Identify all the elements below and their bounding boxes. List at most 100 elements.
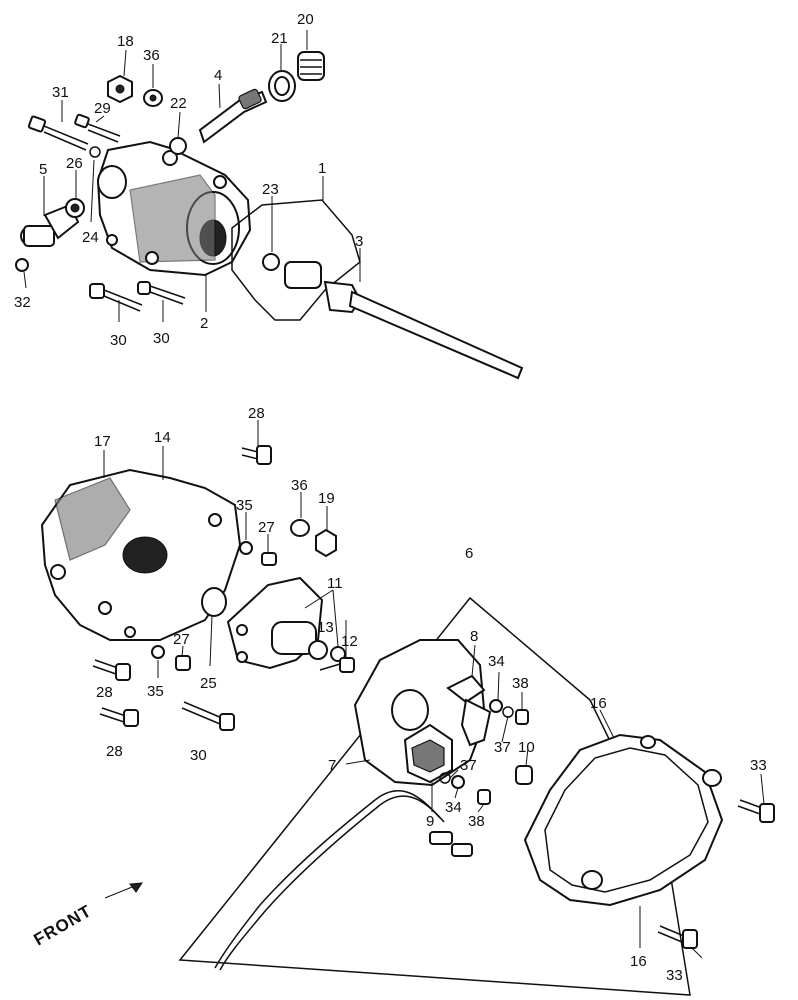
nut-part-19 [315,528,337,558]
crankcase-cover-assembly [40,445,355,731]
label-part-20: 20 [297,11,314,28]
bolt-part-33-right [737,799,775,823]
gasket-part-1 [231,199,361,321]
label-part-1: 1 [318,160,326,177]
label-part-35-upper: 35 [236,497,253,514]
washer-part-34-upper [489,699,503,713]
label-part-33-bottom: 33 [666,967,683,984]
label-part-3: 3 [355,233,363,250]
label-part-28-mid: 28 [96,684,113,701]
label-part-5: 5 [39,161,47,178]
label-part-19: 19 [318,490,335,507]
label-part-16-lower: 16 [630,953,647,970]
pickup-part-9 [403,723,453,784]
bolt-part-29 [74,113,121,143]
label-part-23: 23 [262,181,279,198]
bearing-opening [122,536,168,574]
label-part-29: 29 [94,100,111,117]
bolt-part-31 [27,115,89,151]
screw-part-32 [15,258,29,272]
washer-part-37-upper [502,706,514,718]
screw-part-38-lower [477,789,491,805]
leader-lines [23,30,765,959]
label-part-8: 8 [470,628,478,645]
label-part-18: 18 [117,33,134,50]
label-part-35-lower: 35 [147,683,164,700]
label-part-16-upper: 16 [590,695,607,712]
gear-shaft-part-4 [198,88,268,144]
bolt-part-33-bottom [657,925,698,949]
washer-part-22 [169,137,187,155]
label-part-9: 9 [426,813,434,830]
shaft-part-3 [284,261,524,380]
label-part-33-right: 33 [750,757,767,774]
nut-part-18 [107,74,133,104]
bolt-part-12 [319,657,355,673]
bolt-part-28-lower [99,707,139,727]
oil-seal-part-23 [262,253,280,271]
label-part-21: 21 [271,30,288,47]
part-number-labels: 20 21 18 36 4 31 22 29 26 5 1 23 24 3 32… [14,11,767,984]
plug-part-20 [297,51,325,81]
label-part-32: 32 [14,294,31,311]
label-part-10: 10 [518,739,535,756]
upper-housing-assembly [15,51,524,380]
screw-part-27-lower [175,655,191,671]
label-part-4: 4 [214,67,222,84]
washer-part-35-lower [151,645,165,659]
label-part-37-lower: 37 [460,757,477,774]
oil-seal-part-25 [201,587,227,617]
housing-part-2 [96,140,252,277]
label-part-36-lower: 36 [291,477,308,494]
label-part-27-lower: 27 [173,631,190,648]
bolt-part-30-upper-a [89,283,143,312]
label-part-28-lower: 28 [106,743,123,760]
ignition-cover-part-16 [523,733,724,907]
label-part-25: 25 [200,675,217,692]
washer-part-36-upper [143,89,163,107]
label-part-13: 13 [317,619,334,636]
screw-part-27-upper [261,552,277,566]
contact-part-8 [446,674,492,747]
label-part-11: 11 [327,575,343,592]
label-part-12: 12 [341,633,358,650]
washer-part-34-lower [451,775,465,789]
washer-part-36-lower [290,519,310,537]
label-part-31: 31 [52,84,69,101]
label-part-30-upper-b: 30 [153,330,170,347]
washer-part-35-upper [239,541,253,555]
block-part-10 [515,765,533,785]
label-part-30-upper-a: 30 [110,332,127,349]
bracket-part-11 [226,576,328,670]
label-part-17: 17 [94,433,111,450]
screw-part-38-upper [515,709,529,725]
label-part-30-lower: 30 [190,747,207,764]
label-part-27-upper: 27 [258,519,275,536]
ignition-assembly-part-6 [178,596,691,996]
front-label: FRONT [31,901,96,949]
label-part-28-upper: 28 [248,405,265,422]
front-direction-arrow: FRONT [31,882,143,949]
label-part-26: 26 [66,155,83,172]
bolt-part-28-upper [241,445,272,465]
label-part-6: 6 [465,545,473,562]
label-part-2: 2 [200,315,208,332]
label-part-37-upper: 37 [494,739,511,756]
o-ring-part-24 [89,146,101,158]
label-part-38-lower: 38 [468,813,485,830]
bolt-part-30-lower [181,701,235,731]
bolt-part-30-upper-b [137,281,186,305]
cover-part-14 [54,477,131,561]
label-part-34-lower: 34 [445,799,462,816]
bolt-part-28-mid [92,659,131,681]
label-part-36-upper: 36 [143,47,160,64]
label-part-24: 24 [82,229,99,246]
label-part-22: 22 [170,95,187,112]
label-part-38-upper: 38 [512,675,529,692]
label-part-34-upper: 34 [488,653,505,670]
label-part-7: 7 [328,757,336,774]
label-part-14: 14 [154,429,171,446]
fitting-part-5 [20,203,80,247]
wire-harness [214,789,441,969]
